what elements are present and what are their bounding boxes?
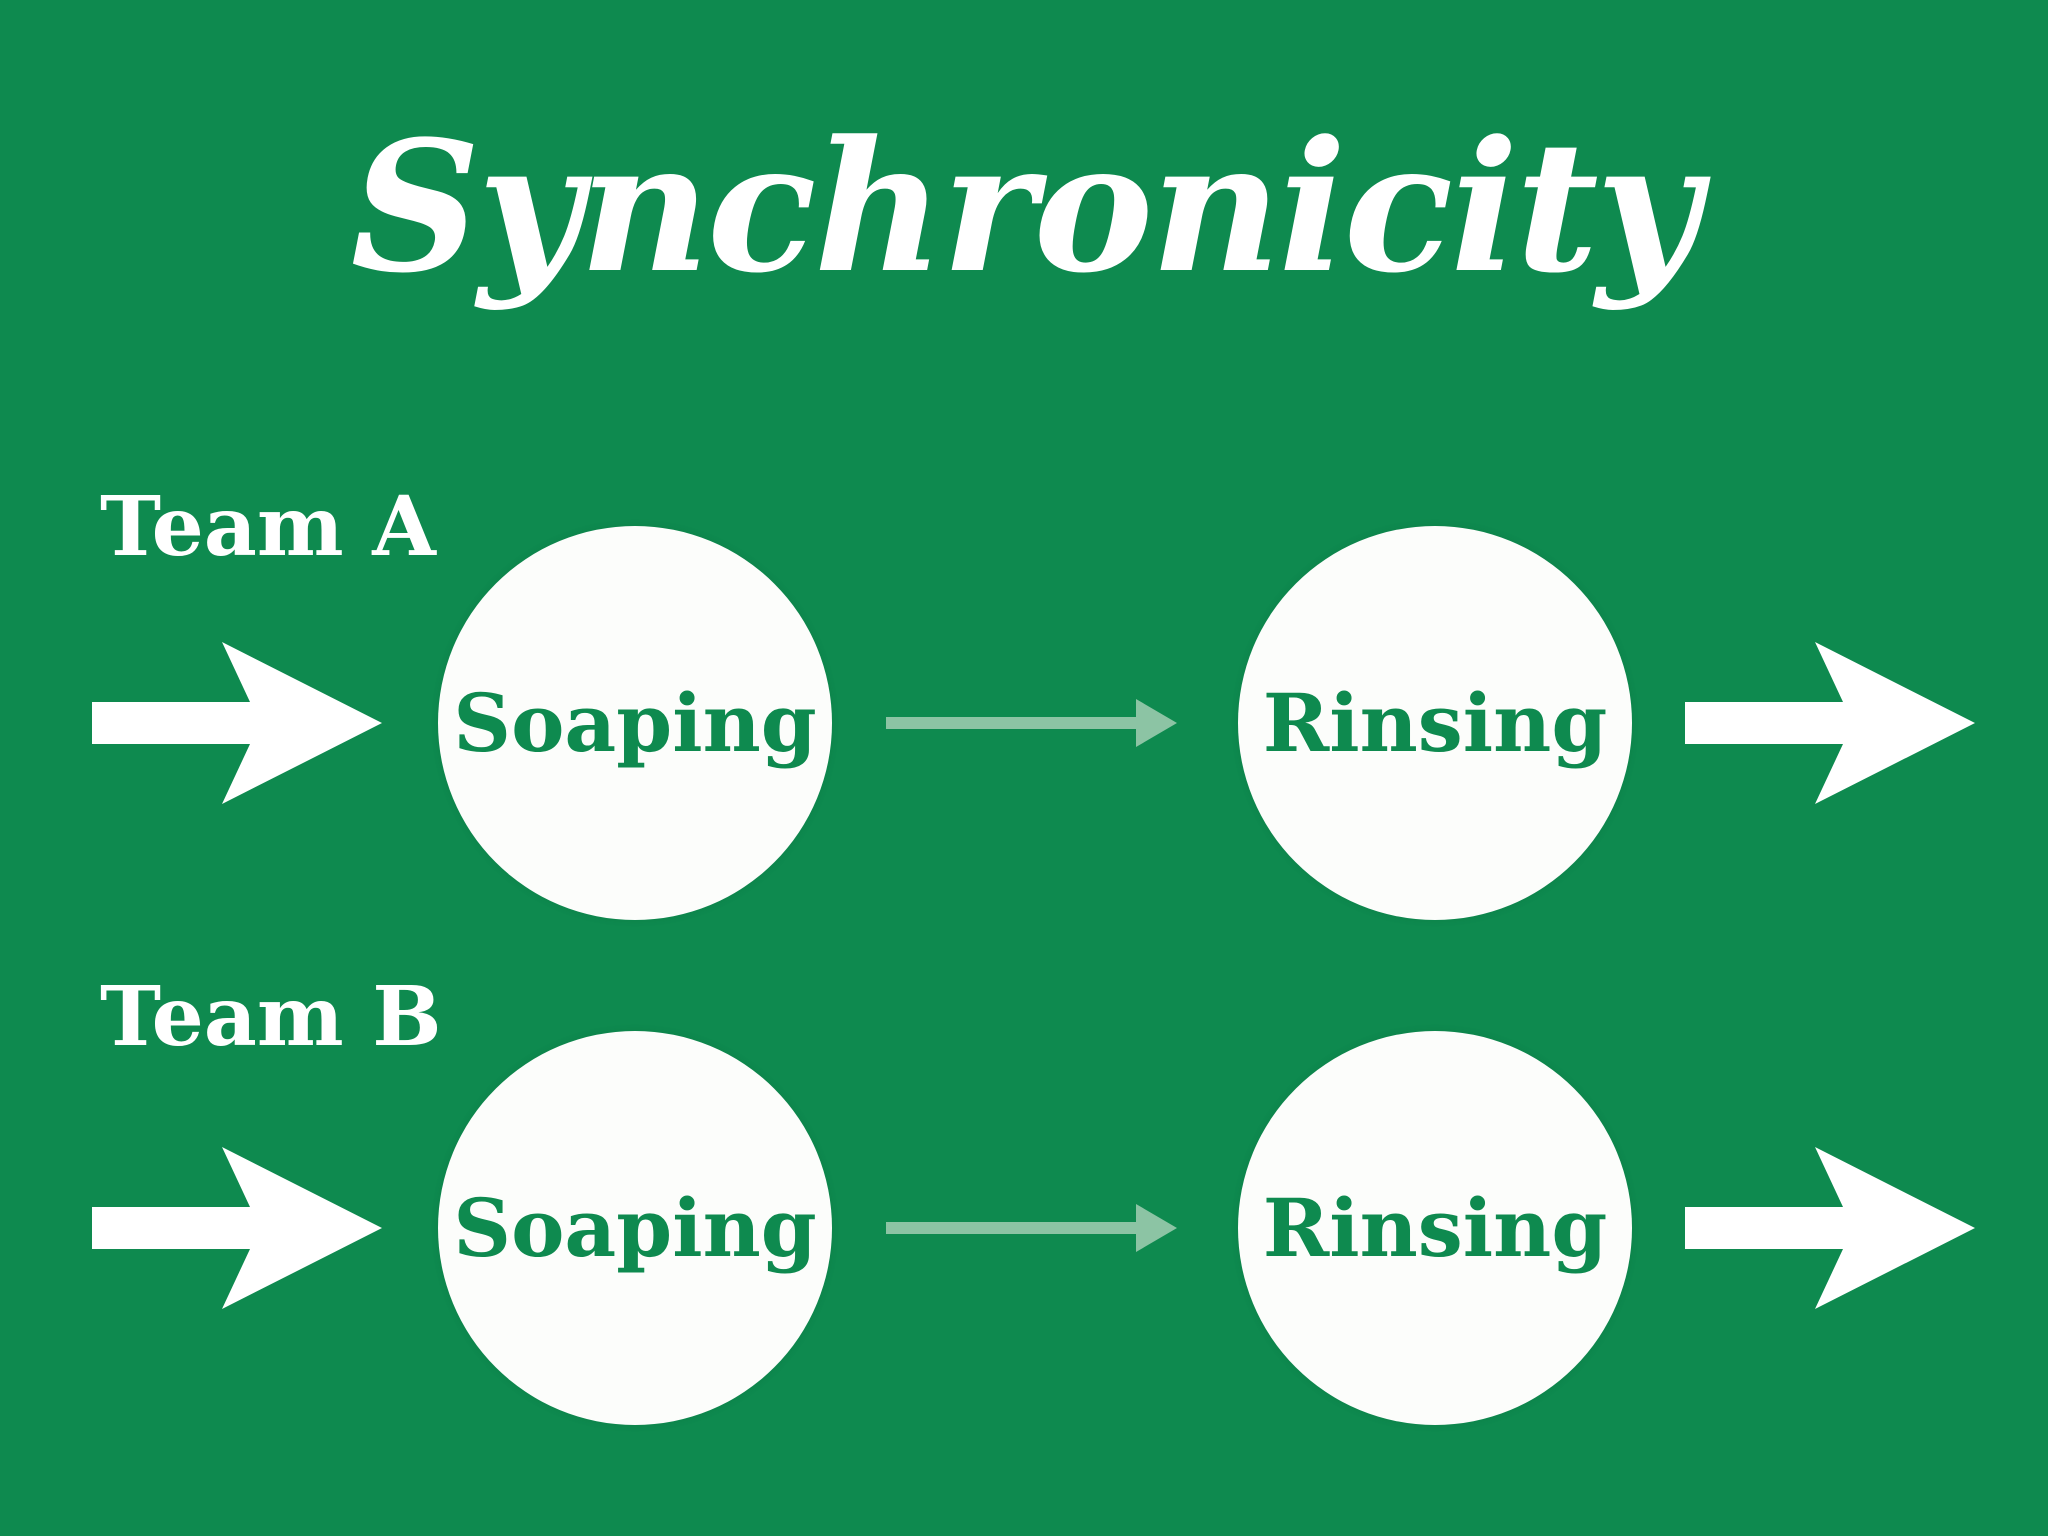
step-circle-rinsing-team-a: Rinsing (1238, 526, 1632, 920)
step-label-soaping: Soaping (453, 676, 817, 770)
step-circle-soaping-team-b: Soaping (438, 1031, 832, 1425)
step-label-rinsing: Rinsing (1262, 676, 1608, 770)
diagram-title: Synchronicity (350, 102, 1701, 313)
team-b-label: Team B (100, 969, 442, 1065)
step-label-soaping: Soaping (453, 1181, 817, 1275)
team-a-outflow-right-arrow-icon (1685, 642, 1975, 804)
team-a-inflow-right-arrow-icon (92, 642, 382, 804)
team-b-outflow-right-arrow-icon (1685, 1147, 1975, 1309)
team-a-process-right-arrow-icon (886, 699, 1177, 747)
team-b-process-right-arrow-icon (886, 1204, 1177, 1252)
team-a-label: Team A (100, 479, 436, 575)
step-circle-soaping-team-a: Soaping (438, 526, 832, 920)
team-b-inflow-right-arrow-icon (92, 1147, 382, 1309)
step-label-rinsing: Rinsing (1262, 1181, 1608, 1275)
step-circle-rinsing-team-b: Rinsing (1238, 1031, 1632, 1425)
